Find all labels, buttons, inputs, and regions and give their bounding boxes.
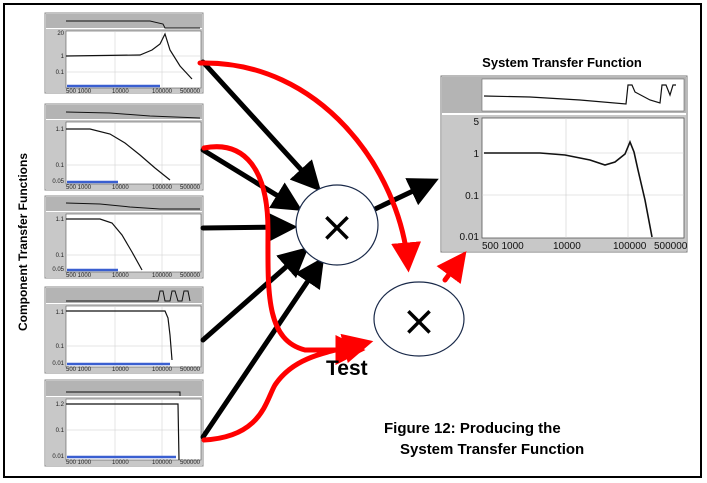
red-arrows <box>197 60 467 443</box>
y-tick-top-3: 1.1 <box>56 217 65 223</box>
red-arrow-from-plot-2 <box>201 144 366 365</box>
system-magnitude-curve <box>484 139 653 238</box>
sys-y-tick-5: 5 <box>473 117 479 128</box>
black-arrow-3 <box>200 212 298 243</box>
x-tick-2b: 10000 <box>112 185 129 191</box>
sys-x-tick-500-1000: 500 1000 <box>482 241 524 252</box>
y-tick-top-4: 1.1 <box>56 310 65 316</box>
y-tick-mid-2: 0.1 <box>56 163 65 169</box>
black-arrow-2 <box>200 147 303 211</box>
sys-y-tick-1: 1 <box>473 149 479 160</box>
x-tick-3b: 10000 <box>112 273 129 279</box>
y-tick-bot-2: 0.05 <box>52 179 64 185</box>
red-arrow-from-plot-1 <box>197 60 422 273</box>
component-plot-2: 1.1 0.1 0.05 500 1000 10000 100000 50000… <box>44 103 204 191</box>
magnitude-curve-2 <box>66 128 171 181</box>
x-tick-1d: 500000 <box>180 89 201 95</box>
black-arrow-4 <box>200 247 309 343</box>
y-tick-top-5: 1.2 <box>56 402 65 408</box>
multiply-icon-test: × <box>401 296 436 345</box>
red-arrow-from-plot-5 <box>201 333 374 443</box>
x-tick-4a: 500 1000 <box>66 367 92 373</box>
x-tick-4c: 100000 <box>152 367 173 373</box>
y-tick-bot-4: 0.01 <box>52 361 64 367</box>
component-plot-4: 1.1 0.1 0.01 500 1000 10000 100000 50000… <box>44 286 204 374</box>
system-transfer-plot: 5 1 0.1 0.01 500 1000 10000 100000 50000… <box>440 75 688 253</box>
magnitude-curve-3 <box>66 218 143 271</box>
x-tick-5a: 500 1000 <box>66 460 92 466</box>
x-tick-3d: 500000 <box>180 273 201 279</box>
x-tick-2c: 100000 <box>152 185 173 191</box>
y-tick-mid-1: 1 <box>61 54 65 60</box>
component-plot-1: 20 1 0.1 500 1000 10000 100000 500000 <box>44 12 204 95</box>
component-plot-3: 1.1 0.1 0.05 500 1000 10000 100000 50000… <box>44 195 204 279</box>
figure-border <box>3 3 702 478</box>
x-tick-4d: 500000 <box>180 367 201 373</box>
phase-strip-2 <box>46 105 202 119</box>
x-tick-3c: 100000 <box>152 273 173 279</box>
figure-caption: Figure 12: Producing the System Transfer… <box>384 418 614 460</box>
x-tick-1b: 10000 <box>112 89 129 95</box>
black-arrow-output <box>370 178 439 213</box>
black-arrow-5 <box>200 256 325 440</box>
y-tick-bot-5: 0.01 <box>52 454 64 460</box>
black-arrow-1 <box>200 59 322 192</box>
sys-y-tick-0-01: 0.01 <box>460 232 480 243</box>
sys-x-tick-500000: 500000 <box>654 241 688 252</box>
black-arrows <box>200 59 439 440</box>
main-multiplier-node: × <box>295 184 379 266</box>
phase-strip-5 <box>46 381 202 396</box>
caption-line-1: Figure 12: Producing the <box>384 420 561 437</box>
magnitude-curve-5 <box>66 403 180 461</box>
sys-x-tick-10000: 10000 <box>553 241 581 252</box>
component-axis-label: Component Transfer Functions <box>16 153 30 332</box>
sys-x-tick-100000: 100000 <box>613 241 647 252</box>
x-tick-1c: 100000 <box>152 89 173 95</box>
x-tick-5b: 10000 <box>112 460 129 466</box>
x-tick-2a: 500 1000 <box>66 185 92 191</box>
x-tick-1a: 500 1000 <box>66 89 92 95</box>
sys-y-tick-0-1: 0.1 <box>465 191 479 202</box>
component-plot-5: 1.2 0.1 0.01 500 1000 10000 100000 50000… <box>44 379 204 467</box>
magnitude-curve-4 <box>66 310 173 361</box>
x-tick-4b: 10000 <box>112 367 129 373</box>
system-plot-title: System Transfer Function <box>482 55 642 70</box>
phase-strip-3 <box>46 197 202 211</box>
y-tick-bot-1: 0.1 <box>56 70 65 76</box>
multiply-icon: × <box>319 202 354 251</box>
y-tick-mid-5: 0.1 <box>56 428 65 434</box>
x-tick-2d: 500000 <box>180 185 201 191</box>
y-tick-top-2: 1.1 <box>56 127 65 133</box>
y-tick-top-1: 20 <box>57 31 64 37</box>
x-tick-5c: 100000 <box>152 460 173 466</box>
x-tick-3a: 500 1000 <box>66 273 92 279</box>
caption-line-2: System Transfer Function <box>400 441 585 458</box>
test-multiplier-node: × <box>373 281 465 357</box>
magnitude-curve-1 <box>65 32 193 80</box>
red-arrow-output <box>436 250 467 285</box>
y-tick-mid-3: 0.1 <box>56 253 65 259</box>
test-label: Test <box>326 357 368 380</box>
x-tick-5d: 500000 <box>180 460 201 466</box>
y-tick-mid-4: 0.1 <box>56 344 65 350</box>
y-tick-bot-3: 0.05 <box>52 267 64 273</box>
